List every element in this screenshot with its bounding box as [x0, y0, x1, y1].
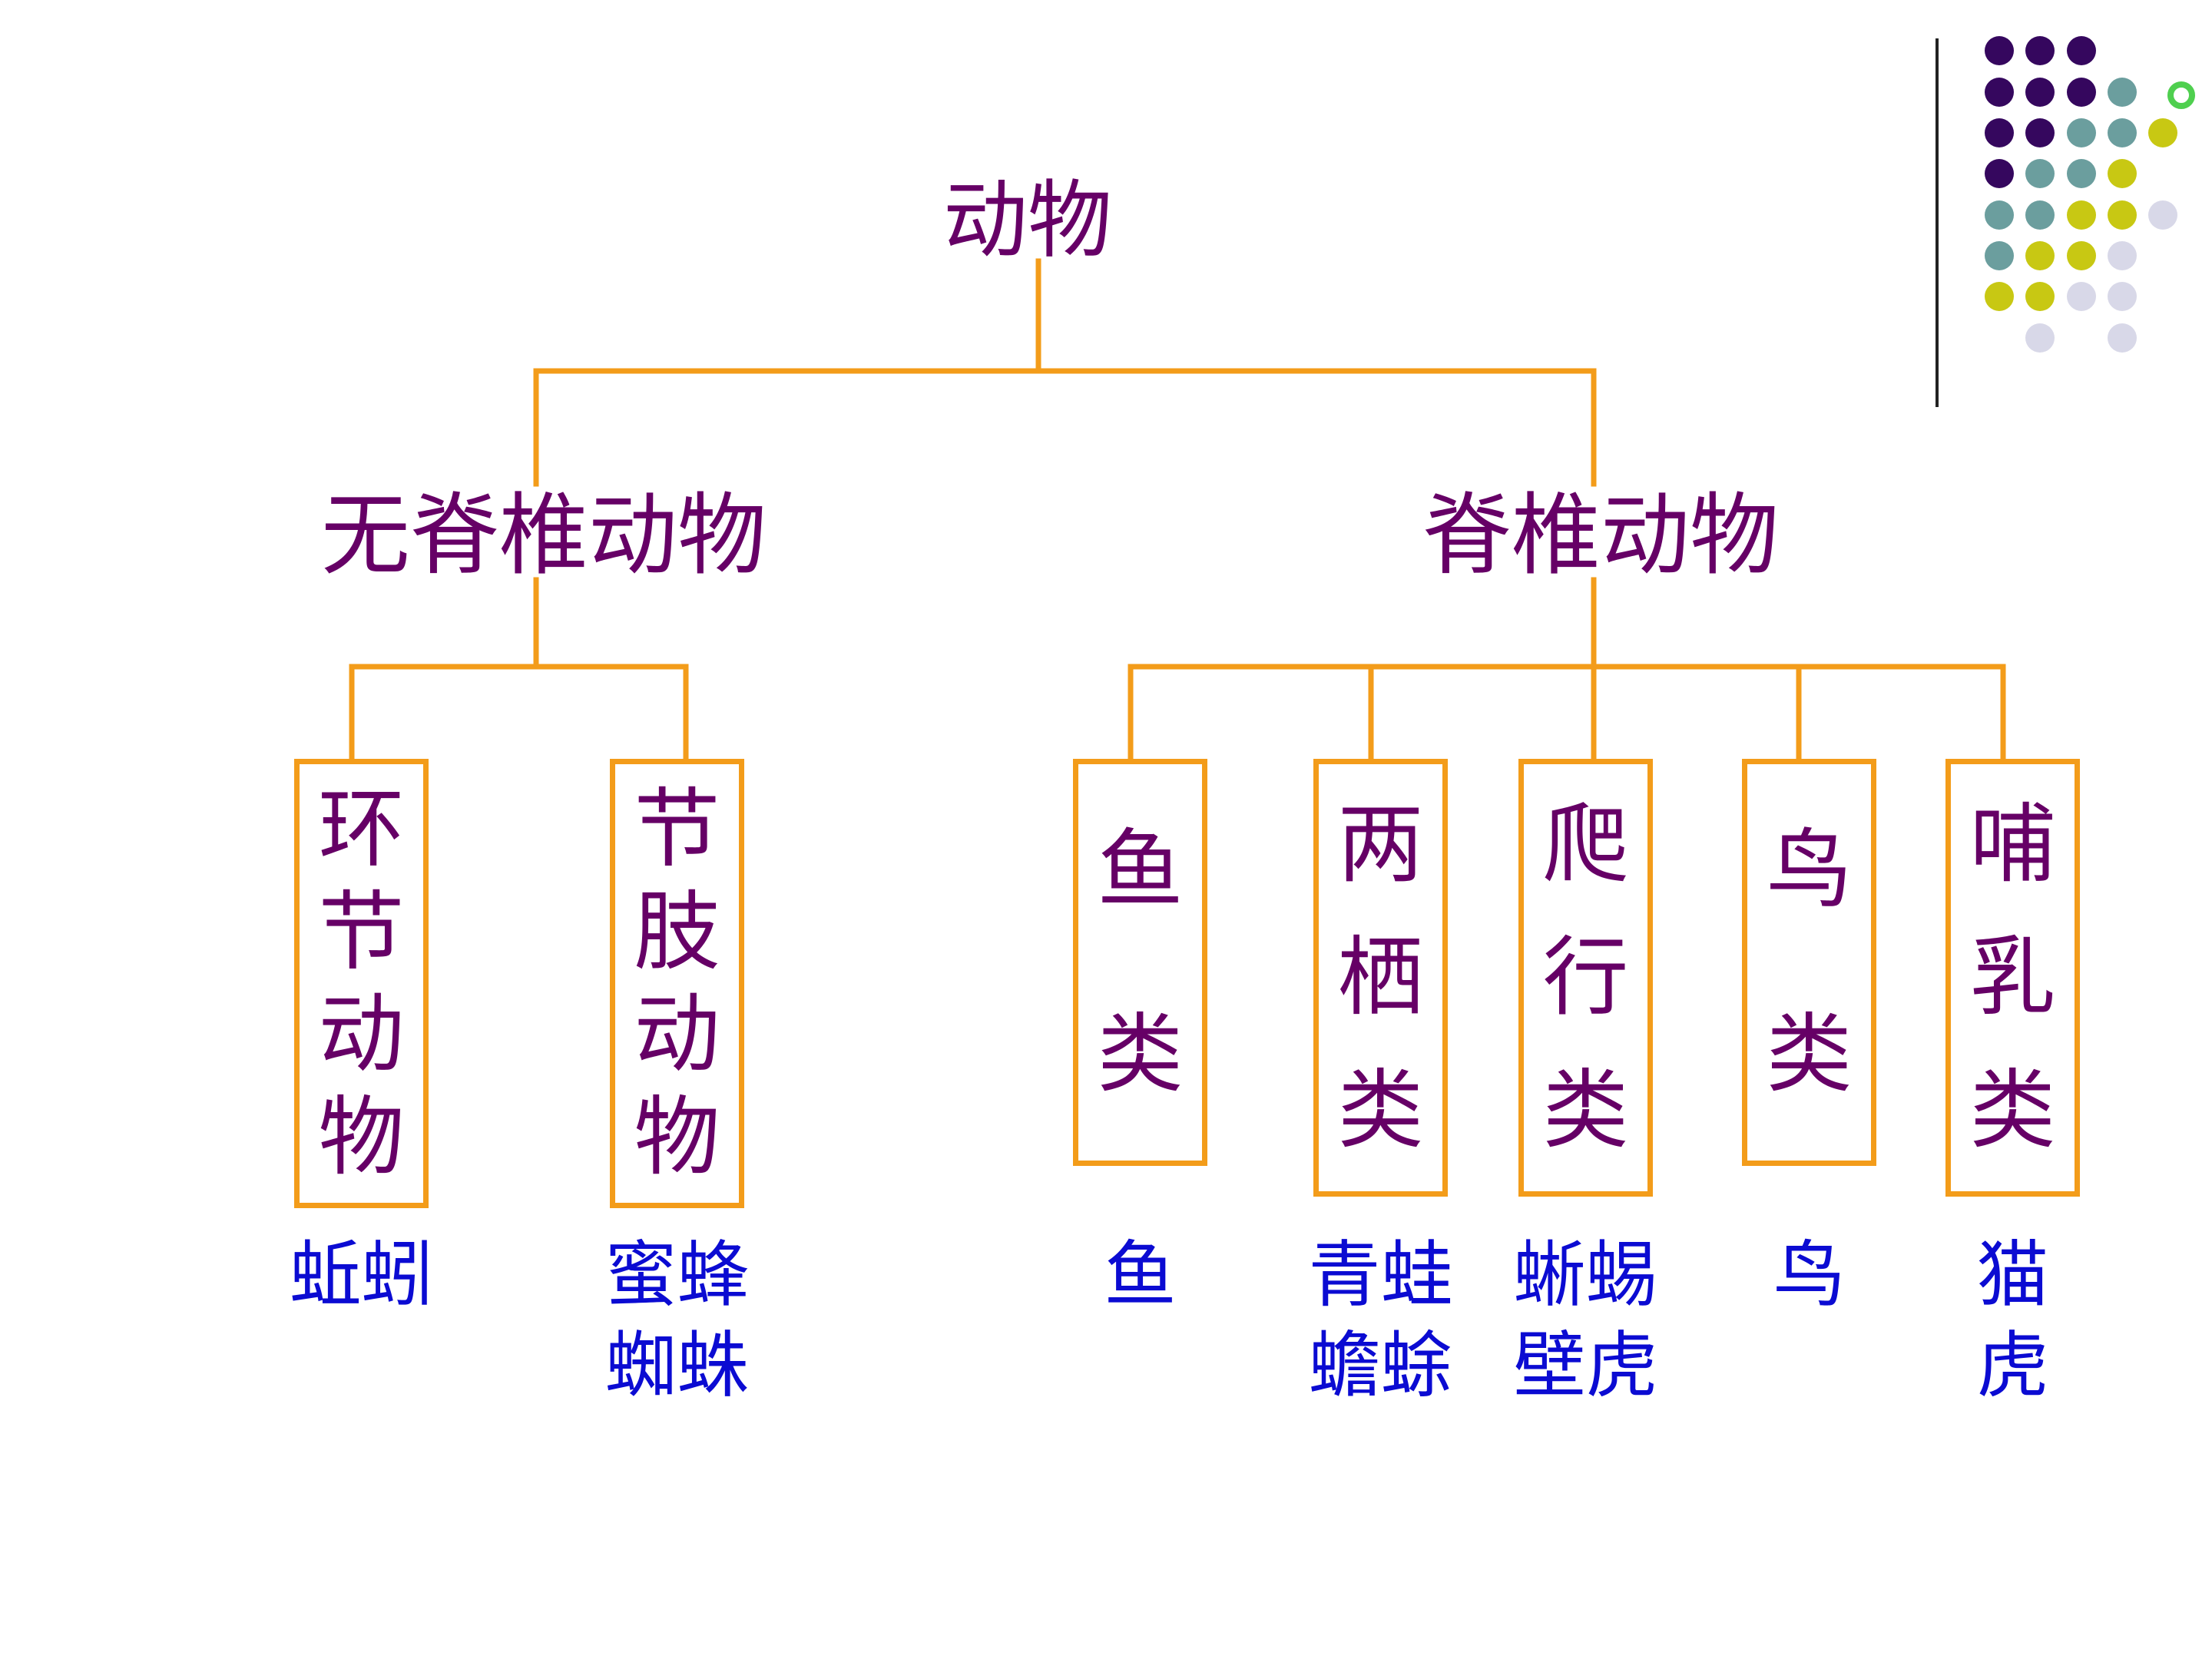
decor-dot [1985, 78, 2014, 107]
decor-dot [2025, 159, 2055, 188]
decor-dot [2108, 78, 2137, 107]
decor-dot [2025, 200, 2055, 230]
decor-dot [1985, 241, 2014, 270]
example-list: 蜜蜂蜘蛛 [585, 1230, 770, 1411]
example-item: 蜘蛛 [604, 1323, 750, 1408]
category-char: 类 [1766, 1005, 1853, 1104]
category-box: 哺乳类 [1945, 759, 2080, 1197]
category-char: 哺 [1969, 794, 2056, 895]
decor-dot [1985, 36, 2014, 65]
category-char: 物 [318, 1088, 405, 1188]
category-char: 栖 [1337, 927, 1424, 1028]
category-box: 鸟类 [1742, 759, 1876, 1166]
example-item: 蚯蚓 [289, 1233, 434, 1317]
category-char: 类 [1337, 1061, 1424, 1161]
decor-dot [2025, 78, 2055, 107]
example-list: 蜥蜴壁虎 [1494, 1230, 1678, 1411]
decor-dot [2108, 200, 2137, 230]
decor-dot [2108, 323, 2137, 353]
category-char: 节 [318, 882, 405, 982]
decor-dot [2067, 241, 2096, 270]
decor-dot [1985, 200, 2014, 230]
decor-dot [2025, 323, 2055, 353]
example-item: 蟾蜍 [1308, 1323, 1453, 1408]
decor-dot [2025, 241, 2055, 270]
category-char: 鱼 [1097, 820, 1184, 920]
category-char: 乳 [1969, 927, 2056, 1028]
example-item: 虎 [1976, 1323, 2049, 1408]
category-char: 两 [1337, 794, 1424, 895]
example-item: 鸟 [1773, 1233, 1846, 1317]
decor-dot [2067, 118, 2096, 147]
decor-ring [2167, 81, 2195, 109]
invertebrate-node: 无脊椎动物 [321, 484, 767, 588]
example-item: 蜜蜂 [604, 1233, 750, 1317]
decor-dot [2108, 118, 2137, 147]
category-char: 类 [1097, 1005, 1184, 1104]
category-char: 爬 [1542, 794, 1629, 895]
example-item: 壁虎 [1513, 1323, 1658, 1408]
example-item: 青蛙 [1308, 1233, 1453, 1317]
example-list: 蚯蚓 [270, 1230, 454, 1321]
decor-dot [2067, 200, 2096, 230]
decor-dot [2148, 200, 2177, 230]
decor-dot [1985, 282, 2014, 311]
decor-dot [2067, 36, 2096, 65]
category-box: 爬行类 [1518, 759, 1653, 1197]
decor-dot [2108, 282, 2137, 311]
category-char: 类 [1969, 1061, 2056, 1161]
decor-dot [1985, 118, 2014, 147]
decor-dot [1985, 159, 2014, 188]
decor-dot [2025, 36, 2055, 65]
category-char: 动 [634, 985, 720, 1085]
example-item: 蜥蜴 [1513, 1233, 1658, 1317]
example-list: 鸟 [1717, 1230, 1902, 1321]
example-list: 青蛙蟾蜍 [1289, 1230, 1473, 1411]
example-list: 鱼 [1048, 1230, 1233, 1321]
example-item: 鱼 [1104, 1233, 1177, 1317]
category-char: 类 [1542, 1061, 1629, 1161]
category-char: 行 [1542, 927, 1629, 1028]
category-box: 节肢动物 [610, 759, 744, 1208]
decor-dot [2067, 78, 2096, 107]
example-item: 猫 [1976, 1233, 2049, 1317]
decor-dot [2067, 282, 2096, 311]
decor-dot [2108, 241, 2137, 270]
example-list: 猫虎 [1921, 1230, 2105, 1411]
category-char: 节 [634, 779, 720, 879]
vertebrate-node: 脊椎动物 [1422, 484, 1779, 588]
category-box: 鱼类 [1073, 759, 1207, 1166]
decor-dot [2067, 159, 2096, 188]
decor-dot [2148, 118, 2177, 147]
category-char: 环 [318, 779, 405, 879]
decor-dot [2025, 282, 2055, 311]
category-box: 环节动物 [294, 759, 429, 1208]
category-char: 鸟 [1766, 820, 1853, 920]
decor-dot [2025, 118, 2055, 147]
root-node: 动物 [943, 171, 1112, 270]
category-char: 肢 [634, 882, 720, 982]
category-box: 两栖类 [1313, 759, 1448, 1197]
category-char: 物 [634, 1088, 720, 1188]
decor-dot [2108, 159, 2137, 188]
category-char: 动 [318, 985, 405, 1085]
